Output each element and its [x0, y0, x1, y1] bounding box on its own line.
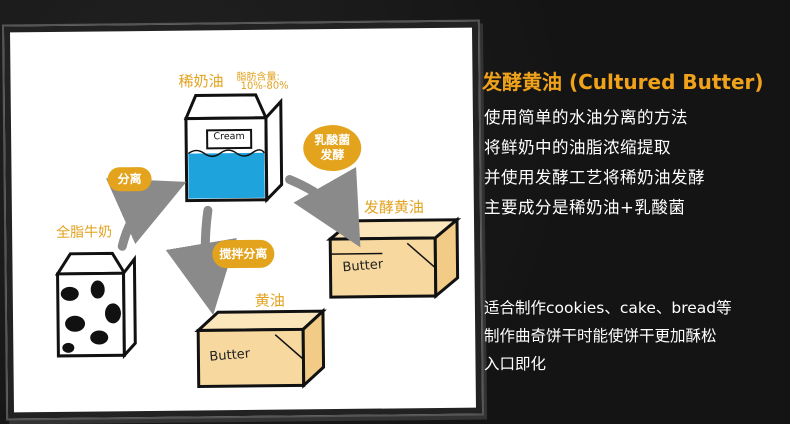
diagram-card: 稀奶油 脂肪含量: 10%-80% Cream 全脂牛奶 分离 乳酸菌 发酵 发… — [4, 22, 482, 419]
separate-arrow — [122, 193, 163, 246]
info-line-4: 主要成分是稀奶油+乳酸菌 — [484, 194, 685, 218]
bacteria-badge-line-1: 乳酸菌 — [314, 133, 350, 148]
stir-badge-text: 搅拌分离 — [219, 246, 267, 262]
cultured-butter-block-icon — [330, 220, 458, 297]
cultured-butter-label: 发酵黄油 — [364, 196, 424, 218]
info-line-3: 并使用发酵工艺将稀奶油发酵 — [484, 164, 705, 188]
info-line-1: 使用简单的水油分离的方法 — [484, 104, 688, 128]
note-line-2: 制作曲奇饼干时能使饼干更加酥松 — [484, 324, 717, 346]
fat-content-value: 10%-80% — [241, 81, 289, 93]
info-title: 发酵黄油 (Cultured Butter) — [482, 66, 764, 95]
note-line-3: 入口即化 — [484, 352, 546, 374]
butter-label: 黄油 — [255, 290, 285, 311]
bacteria-badge-line-2: 发酵 — [320, 148, 344, 163]
separate-badge: 分离 — [107, 167, 151, 191]
stir-badge: 搅拌分离 — [212, 240, 274, 269]
separate-badge-text: 分离 — [117, 172, 141, 187]
whole-milk-label: 全脂牛奶 — [56, 221, 112, 242]
info-line-2: 将鲜奶中的油脂浓缩提取 — [484, 134, 671, 158]
note-line-1: 适合制作cookies、cake、bread等 — [484, 296, 732, 318]
whole-milk-carton-icon — [57, 253, 135, 356]
cream-carton-text: Cream — [207, 131, 251, 142]
stir-arrow — [205, 210, 209, 288]
cream-label: 稀奶油 — [178, 70, 223, 91]
cream-carton-icon — [186, 95, 282, 201]
ferment-arrow — [290, 179, 347, 225]
